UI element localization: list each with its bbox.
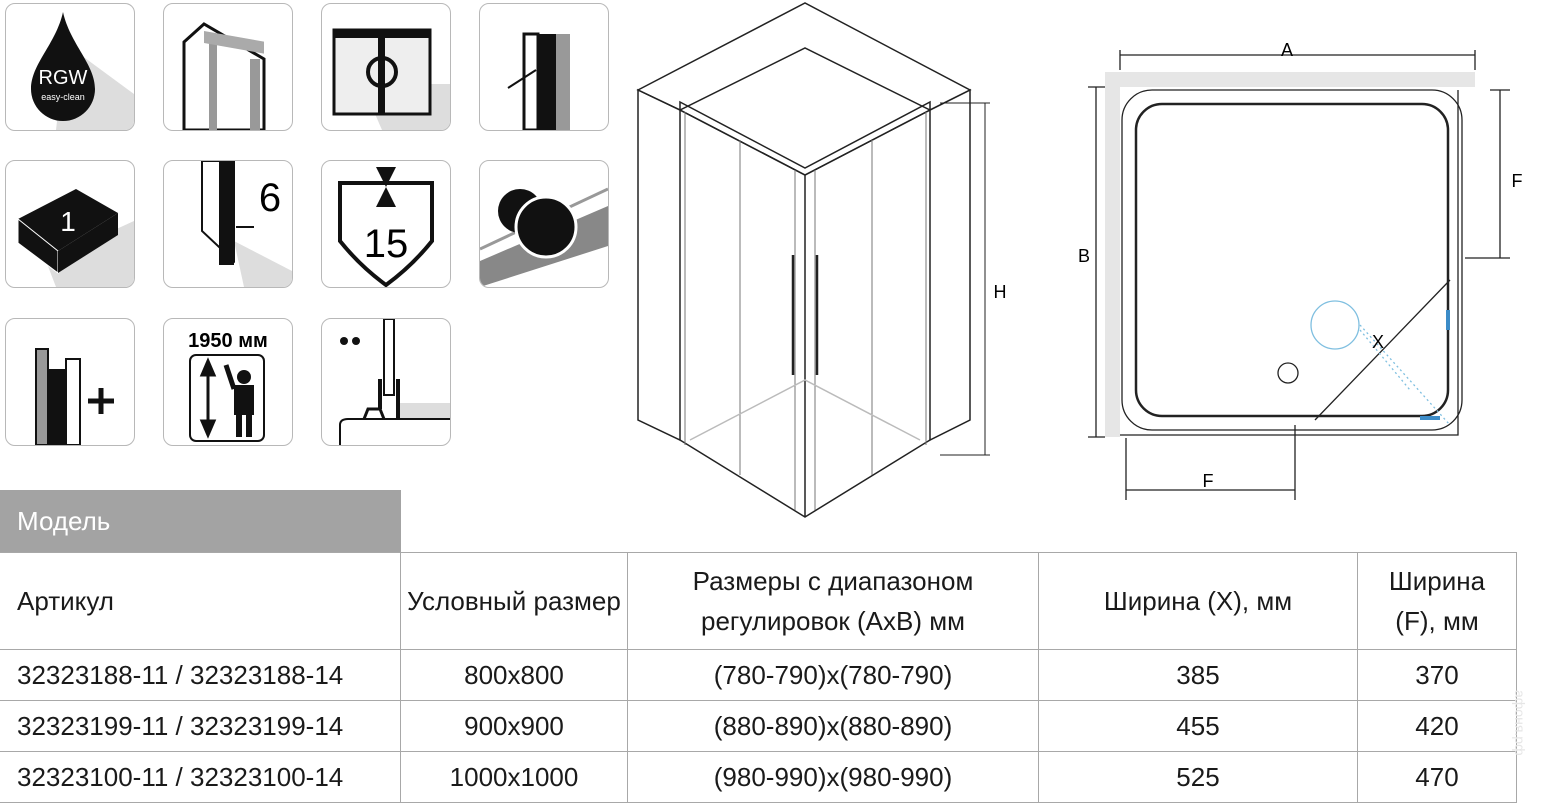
svg-text:RGW: RGW bbox=[39, 67, 88, 89]
adjustable-profile-icon bbox=[479, 3, 609, 131]
svg-text:F: F bbox=[1203, 471, 1214, 491]
plan-view-drawing: A B F F X bbox=[1078, 40, 1523, 500]
svg-text:A: A bbox=[1281, 40, 1293, 60]
shower-enclosure-drawing: H bbox=[636, 2, 1007, 518]
cell-size: 1000x1000 bbox=[400, 751, 628, 803]
svg-text:6: 6 bbox=[259, 176, 281, 220]
cell-width-x: 385 bbox=[1038, 649, 1358, 701]
header-size: Условный размер bbox=[400, 552, 628, 650]
svg-text:H: H bbox=[994, 282, 1007, 302]
cell-width-f: 370 bbox=[1357, 649, 1517, 701]
svg-text:1950 мм: 1950 мм bbox=[188, 330, 268, 352]
header-width-f: Ширина (F), мм bbox=[1357, 552, 1517, 650]
cell-dimensions: (980-990)x(980-990) bbox=[627, 751, 1039, 803]
cell-article: 32323100-11 / 32323100-14 bbox=[0, 751, 401, 803]
table-header-row: Артикул Условный размер Размеры с диапаз… bbox=[0, 552, 1517, 650]
cell-width-x: 525 bbox=[1038, 751, 1358, 803]
height-icon: 1950 мм bbox=[163, 318, 293, 446]
cell-width-x: 455 bbox=[1038, 700, 1358, 752]
warranty-icon: 15 bbox=[321, 160, 451, 288]
seal-icon bbox=[321, 318, 451, 446]
cell-width-f: 470 bbox=[1357, 751, 1517, 803]
svg-text:1: 1 bbox=[60, 206, 76, 237]
hinged-profile-icon bbox=[163, 3, 293, 131]
one-package-icon: 1 bbox=[5, 160, 135, 288]
cell-article: 32323199-11 / 32323199-14 bbox=[0, 700, 401, 752]
cell-size: 800x800 bbox=[400, 649, 628, 701]
svg-text:15: 15 bbox=[364, 222, 409, 266]
cell-size: 900x900 bbox=[400, 700, 628, 752]
svg-text:B: B bbox=[1078, 246, 1090, 266]
cell-width-f: 420 bbox=[1357, 700, 1517, 752]
rotation-mechanism-icon bbox=[321, 3, 451, 131]
header-dimensions: Размеры с диапазоном регулировок (AxB) м… bbox=[627, 552, 1039, 650]
model-header: Модель bbox=[0, 490, 401, 552]
glass-thickness-icon: 6 bbox=[163, 160, 293, 288]
svg-text:X: X bbox=[1372, 332, 1384, 352]
rgw-easy-clean-icon: RGW easy-clean bbox=[5, 3, 135, 131]
header-article: Артикул bbox=[0, 552, 401, 650]
cell-dimensions: (780-790)x(780-790) bbox=[627, 649, 1039, 701]
cell-dimensions: (880-890)x(880-890) bbox=[627, 700, 1039, 752]
svg-text:easy-clean: easy-clean bbox=[41, 92, 85, 102]
header-width-x: Ширина (X), мм bbox=[1038, 552, 1358, 650]
specs-table: Артикул Условный размер Размеры с диапаз… bbox=[0, 552, 1517, 803]
extension-profile-icon bbox=[5, 318, 135, 446]
watermark: афоня.рф bbox=[1512, 690, 1528, 756]
knob-handle-icon bbox=[479, 160, 609, 288]
svg-text:F: F bbox=[1512, 171, 1523, 191]
cell-article: 32323188-11 / 32323188-14 bbox=[0, 649, 401, 701]
